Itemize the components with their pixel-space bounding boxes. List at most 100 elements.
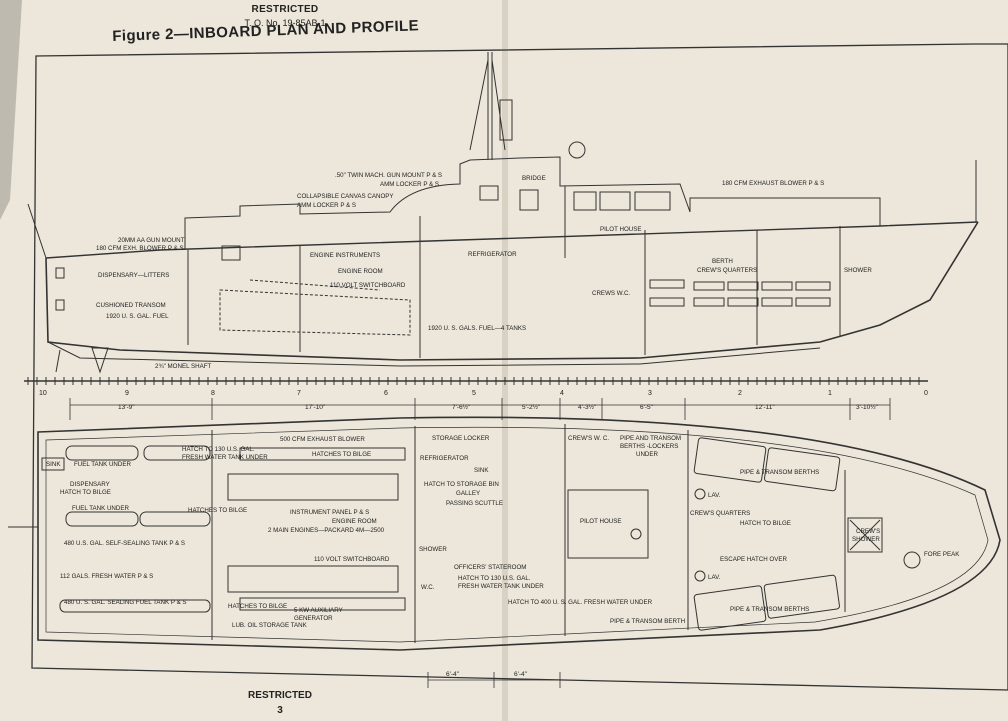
window: [599, 191, 631, 211]
canopy: [689, 197, 881, 226]
label-fuel-tanks: 1920 U. S. GALS. FUEL—4 TANKS: [428, 325, 526, 332]
label-self-sealing: 480 U.S. GAL. SELF-SEALING TANK P & S: [64, 540, 185, 547]
label-fuel-1920: 1920 U. S. GAL. FUEL: [106, 313, 169, 320]
label-canopy: COLLAPSIBLE CANVAS CANOPY: [297, 193, 394, 200]
hatch: [55, 267, 65, 279]
station-number: 2: [738, 390, 742, 397]
engine-outline: [219, 279, 411, 336]
label-fresh-water-under: FRESH WATER TANK UNDER: [182, 454, 268, 461]
label-switchboard: 110 VOLT SWITCHBOARD: [330, 282, 406, 289]
station-ticks: [27, 377, 920, 385]
restricted-footer: RESTRICTED: [248, 690, 312, 701]
dimension: 13'-9": [118, 404, 135, 411]
station-number: 9: [125, 390, 129, 397]
label-sink: SINK: [46, 461, 61, 468]
label-monel-shaft: 2¾" MONEL SHAFT: [155, 363, 212, 370]
dimension: 6'-4": [514, 671, 528, 678]
station-number: 6: [384, 390, 388, 397]
label-lub-oil: LUB. OIL STORAGE TANK: [232, 622, 308, 629]
station-number: 0: [924, 390, 928, 397]
wheel: [630, 528, 642, 540]
label-refrigerator: REFRIGERATOR: [420, 455, 469, 462]
station-number: 5: [472, 390, 476, 397]
label-engine-room: ENGINE ROOM: [338, 268, 383, 275]
label-pilot-house: PILOT HOUSE: [600, 226, 642, 233]
label-fresh-water-under-2: FRESH WATER TANK UNDER: [458, 583, 544, 590]
station-number: 8: [211, 390, 215, 397]
window: [634, 191, 671, 211]
label-lav-2: LAV.: [708, 574, 721, 581]
fuel-tanks: [59, 445, 406, 613]
dimension: 5'-2½": [522, 403, 541, 411]
shower-box: [847, 517, 883, 553]
label-kw-aux: 5 KW AUXILIARY: [294, 607, 343, 614]
label-hatch-storage-bin: HATCH TO STORAGE BIN: [424, 481, 499, 488]
label-hatch-bilge-2: HATCH TO BILGE: [740, 520, 791, 527]
label-passing-scuttle: PASSING SCUTTLE: [446, 500, 503, 507]
label-lav: LAV.: [708, 492, 721, 499]
label-exh-blower: 180 CFM EXH. BLOWER P & S: [96, 245, 184, 252]
superstructure: [184, 156, 691, 250]
label-storage-locker: STORAGE LOCKER: [432, 435, 490, 442]
label-aa-gun: 20MM AA GUN MOUNT: [118, 237, 185, 244]
label-pipe-transom: PIPE AND TRANSOM: [620, 435, 681, 442]
dimension: 6'-5": [640, 404, 654, 411]
label-pilot-house: PILOT HOUSE: [580, 518, 622, 525]
station-number: 3: [648, 390, 652, 397]
label-wc: W.C.: [421, 584, 435, 591]
label-sealing-fuel: 480 U. S. GAL. SEALING FUEL TANK P & S: [64, 599, 187, 606]
label-hatch-400: HATCH TO 400 U. S. GAL. FRESH WATER UNDE…: [508, 599, 653, 606]
window: [221, 245, 241, 261]
label-refrigerator: REFRIGERATOR: [468, 251, 517, 258]
label-hatch-bilge: HATCH TO BILGE: [60, 489, 111, 496]
label-hatches-bilge-2: HATCHES TO BILGE: [188, 507, 247, 514]
shower-cross: [849, 519, 881, 551]
plan-hull: [37, 416, 1001, 651]
main-engines: [227, 473, 399, 593]
station-numbers: 10 9 8 7 6 5 4 3 2 1 0: [39, 390, 928, 397]
sink-box: [41, 457, 65, 471]
page-number: 3: [277, 705, 283, 716]
label-hatches-bilge-1: HATCHES TO BILGE: [312, 451, 371, 458]
deck-line: [45, 221, 979, 259]
propeller: [55, 347, 109, 374]
restricted-header: RESTRICTED: [251, 4, 319, 15]
station-number: 7: [297, 390, 301, 397]
label-switchboard: 110 VOLT SWITCHBOARD: [314, 556, 390, 563]
label-sink-2: SINK: [474, 467, 489, 474]
label-berth: BERTH: [712, 258, 733, 265]
label-galley: GALLEY: [456, 490, 480, 497]
label-exhaust-blower: 180 CFM EXHAUST BLOWER P & S: [722, 180, 824, 187]
dimension: 3'-10½": [856, 403, 879, 411]
label-pipe-transom-berths-2: PIPE & TRANSOM BERTHS: [730, 606, 809, 613]
label-pipe-transom-berth: PIPE & TRANSOM BERTH: [610, 618, 685, 625]
drawing-frame: [31, 43, 1008, 691]
label-crews-wc: CREW'S W. C.: [568, 435, 609, 442]
fore-peak-hatch: [903, 551, 921, 569]
plan-view: [8, 416, 1001, 651]
label-escape-hatch: ESCAPE HATCH OVER: [720, 556, 787, 563]
keel-line: [47, 341, 821, 367]
label-engine-room: ENGINE ROOM: [332, 518, 377, 525]
pilot-house-outline: [567, 489, 649, 559]
label-twin-gun: .50" TWIN MACH. GUN MOUNT P & S: [335, 172, 442, 179]
dimension: 6'-4": [446, 671, 460, 678]
label-shower: SHOWER: [419, 546, 447, 553]
label-fore-peak: FORE PEAK: [924, 551, 960, 558]
label-bridge: BRIDGE: [522, 175, 546, 182]
technical-order-number: T. O. No. 19-85AB-1: [244, 18, 326, 28]
berths: [649, 279, 831, 307]
label-hatches-bilge-3: HATCHES TO BILGE: [228, 603, 287, 610]
profile-view: [24, 52, 979, 385]
dimension: 12'-11": [755, 404, 775, 411]
window: [519, 189, 539, 211]
label-hatch-130-b: HATCH TO 130 U.S. GAL.: [458, 575, 531, 582]
searchlight: [568, 141, 586, 159]
label-generator: GENERATOR: [294, 615, 333, 622]
label-dispensary: DISPENSARY: [70, 481, 110, 488]
label-amm-locker-2: AMM LOCKER P & S: [297, 202, 356, 209]
station-number: 10: [39, 390, 47, 397]
